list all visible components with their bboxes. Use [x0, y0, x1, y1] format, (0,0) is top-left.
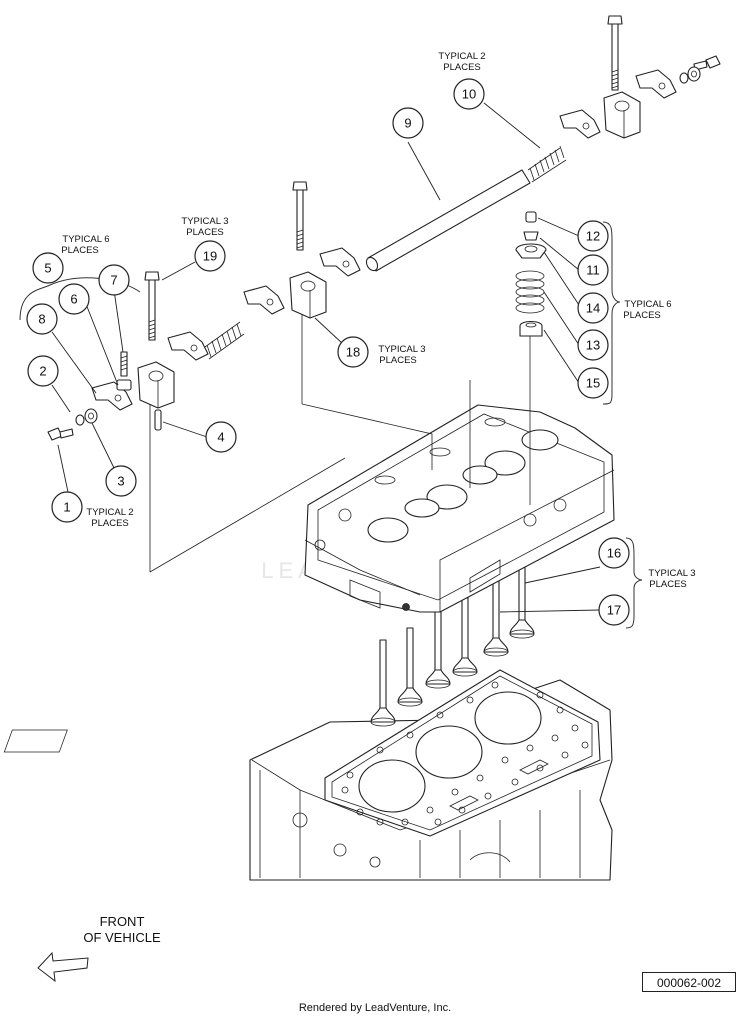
callout-12-label: 12: [586, 229, 600, 244]
front-label-line-2: OF VEHICLE: [83, 930, 161, 945]
callout-14-label: 14: [586, 301, 600, 316]
callout-5-label: 5: [44, 261, 51, 276]
callout-13-label: 13: [586, 338, 600, 353]
svg-text:TYPICAL 3: TYPICAL 3: [378, 344, 425, 355]
note-typical-3-19: TYPICAL 3 PLACES: [181, 216, 228, 238]
svg-text:PLACES: PLACES: [443, 62, 481, 73]
bracket-bolts: [144, 15, 623, 341]
shaft-spring-left: [204, 321, 245, 360]
brace-12-15: [602, 221, 621, 405]
callout-6: 6: [58, 283, 90, 315]
callout-4-label: 4: [217, 430, 224, 445]
shaft-spring-10: [527, 145, 567, 183]
valves: [370, 563, 535, 727]
svg-text:TYPICAL 3: TYPICAL 3: [648, 568, 695, 579]
svg-text:PLACES: PLACES: [186, 227, 224, 238]
front-arrow-icon: [37, 951, 89, 983]
callout-10: 10: [453, 78, 485, 110]
callout-3: 3: [105, 465, 137, 497]
svg-text:TYPICAL 6: TYPICAL 6: [62, 234, 109, 245]
callout-2-label: 2: [39, 364, 46, 379]
dowel-pin: [154, 409, 162, 431]
callout-18: 18: [337, 336, 369, 368]
rocker-arms: [91, 69, 677, 411]
svg-text:TYPICAL 3: TYPICAL 3: [181, 216, 228, 227]
callout-12: 12: [577, 220, 609, 252]
note-typical-6-5: TYPICAL 6 PLACES: [61, 234, 109, 256]
adjuster-screw-and-nut: [116, 351, 132, 391]
callout-13: 13: [577, 329, 609, 361]
front-label-line-1: FRONT: [99, 914, 145, 929]
cylinder-head: [304, 404, 615, 613]
callout-17-label: 17: [607, 603, 621, 618]
end-bolt-and-washers: [47, 55, 721, 441]
rocker-brackets: [137, 91, 641, 409]
brace-16-17: [625, 537, 643, 629]
callout-1: 1: [51, 491, 83, 523]
callout-14: 14: [577, 292, 609, 324]
callout-15: 15: [577, 367, 609, 399]
callout-17: 17: [598, 594, 630, 626]
svg-text:PLACES: PLACES: [623, 310, 661, 321]
note-typical-2-bottom: TYPICAL 2 PLACES: [86, 507, 133, 529]
note-typical-2-top: TYPICAL 2 PLACES: [438, 51, 485, 73]
callout-3-label: 3: [117, 474, 124, 489]
valve-spring-set: [515, 211, 547, 337]
svg-text:PLACES: PLACES: [649, 579, 687, 590]
rendered-by-footer: Rendered by LeadVenture, Inc.: [298, 1002, 452, 1014]
callout-9-label: 9: [404, 116, 411, 131]
callout-18-label: 18: [346, 345, 360, 360]
note-typical-3-18: TYPICAL 3 PLACES: [378, 344, 425, 366]
figure-id: 000062-002: [642, 972, 736, 992]
note-typical-6-12-15: TYPICAL 6 PLACES: [623, 299, 671, 321]
svg-text:PLACES: PLACES: [91, 518, 129, 529]
callout-16-label: 16: [607, 546, 621, 561]
callout-6-label: 6: [70, 292, 77, 307]
callout-7-label: 7: [110, 273, 117, 288]
head-gasket: [324, 669, 601, 837]
callout-11: 11: [577, 254, 609, 286]
callout-7: 7: [98, 264, 130, 296]
callout-2: 2: [27, 355, 59, 387]
callout-11-label: 11: [586, 263, 600, 278]
leader-lines: [19, 102, 601, 613]
svg-text:PLACES: PLACES: [379, 355, 417, 366]
callout-8-label: 8: [38, 312, 45, 327]
rocker-shaft: [365, 169, 531, 272]
callout-19: 19: [194, 240, 226, 272]
callout-10-label: 10: [462, 87, 476, 102]
svg-text:TYPICAL 2: TYPICAL 2: [438, 51, 485, 62]
callout-5: 5: [32, 252, 64, 284]
callout-15-label: 15: [586, 376, 600, 391]
front-of-vehicle-label: FRONT OF VEHICLE: [74, 914, 170, 946]
callout-19-label: 19: [203, 249, 217, 264]
callout-16: 16: [598, 537, 630, 569]
svg-text:TYPICAL 2: TYPICAL 2: [86, 507, 133, 518]
note-typical-3-16-17: TYPICAL 3 PLACES: [648, 568, 695, 590]
svg-text:PLACES: PLACES: [61, 245, 99, 256]
callout-1-label: 1: [63, 500, 70, 515]
callout-9: 9: [392, 107, 424, 139]
callout-4: 4: [205, 421, 237, 453]
callout-8: 8: [26, 303, 58, 335]
svg-text:TYPICAL 6: TYPICAL 6: [624, 299, 671, 310]
